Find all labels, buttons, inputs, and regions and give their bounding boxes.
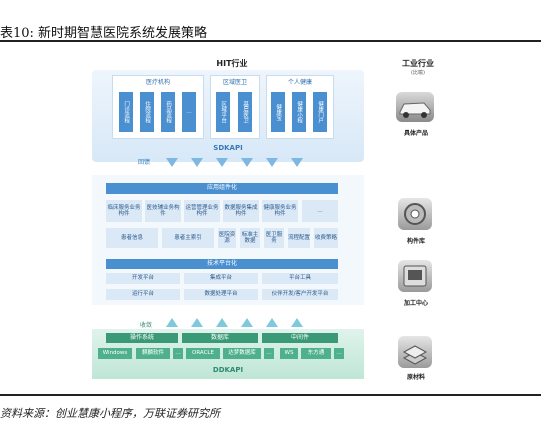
material-icon — [398, 336, 432, 368]
comp-medtech: 医技辅业务构件 — [145, 200, 181, 222]
up-arrow-6 — [291, 318, 303, 327]
comp-patient-index: 患者主索引 — [162, 228, 214, 248]
comp-charging: 收费策略 — [314, 228, 338, 248]
comp-hospital-resource: 医院资源 — [218, 228, 236, 248]
item-health-portal: 健康门户 — [313, 92, 327, 132]
label-component-lib: 构件库 — [406, 238, 425, 245]
infra-kylin: 麒麟软件 — [136, 348, 170, 359]
comp-health-service: 健康服务业务构件 — [262, 200, 298, 222]
comp-master-data: 标准主数据 — [240, 228, 260, 248]
gear-icon — [398, 198, 432, 230]
return-label: 回馈 — [138, 159, 151, 166]
item-pharmacy: 药品流程 — [161, 92, 175, 132]
infra-os-more: … — [173, 348, 183, 359]
up-arrow-2 — [191, 318, 203, 327]
footer-divider — [0, 394, 541, 396]
group-personal-label: 个人健康 — [287, 79, 312, 86]
app-component-header: 应用组件化 — [106, 183, 338, 194]
infra-os-header: 操作系统 — [106, 333, 178, 343]
comp-medical-service: 医卫服务 — [264, 228, 284, 248]
comp-operations: 运营管理业务构件 — [184, 200, 220, 222]
car-icon — [396, 92, 434, 122]
up-arrow-5 — [266, 318, 278, 327]
infra-middleware-header: 中间件 — [262, 333, 338, 343]
label-product: 具体产品 — [403, 130, 428, 137]
label-raw-material: 原材料 — [406, 374, 425, 381]
platform-partner-dev: 伙伴开发/客户开发平台 — [262, 289, 338, 300]
infra-mw-more: … — [334, 348, 344, 359]
source-note: 资料来源：创业慧康小程序，万联证券研究所 — [0, 407, 220, 420]
infra-dameng: 达梦数据库 — [223, 348, 261, 359]
group-medical-label: 医疗机构 — [145, 79, 170, 86]
industry-title: 工业行业 — [402, 59, 434, 68]
group-regional-label: 区域医卫 — [222, 79, 247, 86]
infra-ws: WS — [280, 348, 298, 359]
figure-title: 表10: 新时期智慧医院系统发展策略 — [0, 26, 208, 41]
infra-db-more: … — [264, 348, 274, 359]
platform-runtime: 运行平台 — [106, 289, 180, 300]
tech-platform-header: 技术平台化 — [106, 259, 338, 269]
platform-tools: 平台工具 — [262, 273, 338, 284]
item-health-treasure: 健康宝 — [271, 92, 285, 132]
comp-clinical: 临床服务业务构件 — [106, 200, 142, 222]
infra-db-header: 数据库 — [182, 333, 258, 343]
down-arrow-4 — [241, 158, 253, 167]
up-arrow-3 — [216, 318, 228, 327]
ddkapi-label: DDKAPI — [212, 366, 244, 374]
up-arrow-4 — [241, 318, 253, 327]
platform-data-processing: 数据处理平台 — [184, 289, 258, 300]
down-arrow-6 — [291, 158, 303, 167]
item-primary-care: 基层医卫 — [238, 92, 252, 132]
title-divider — [0, 40, 541, 42]
down-arrow-1 — [166, 158, 178, 167]
machine-icon — [398, 260, 432, 292]
infra-windows: Windows — [98, 348, 132, 359]
comp-data-service: 数据服务集成构件 — [223, 200, 259, 222]
item-more: … — [182, 92, 196, 132]
item-health-miniapp: 健康小程 — [292, 92, 306, 132]
platform-dev: 开发平台 — [106, 273, 180, 284]
infra-tongtech: 东方通 — [301, 348, 331, 359]
item-inpatient: 住院流程 — [140, 92, 154, 132]
collect-label: 收敛 — [140, 322, 153, 329]
hit-title: HIT行业 — [216, 59, 248, 68]
down-arrow-5 — [266, 158, 278, 167]
comp-process-config: 流程配置 — [288, 228, 310, 248]
sdkapi-label: SDKAPI — [213, 144, 243, 152]
down-arrow-2 — [191, 158, 203, 167]
platform-integration: 集成平台 — [184, 273, 258, 284]
label-machining: 加工中心 — [403, 300, 428, 307]
infra-oracle: ORACLE — [186, 348, 220, 359]
item-outpatient: 门诊流程 — [119, 92, 133, 132]
down-arrow-3 — [216, 158, 228, 167]
comp-patient-info: 患者信息 — [106, 228, 158, 248]
item-regional-platform: 区域平台 — [216, 92, 230, 132]
industry-subtitle: (比喻) — [411, 70, 425, 76]
up-arrow-1 — [166, 318, 178, 327]
comp-more: … — [302, 200, 338, 222]
